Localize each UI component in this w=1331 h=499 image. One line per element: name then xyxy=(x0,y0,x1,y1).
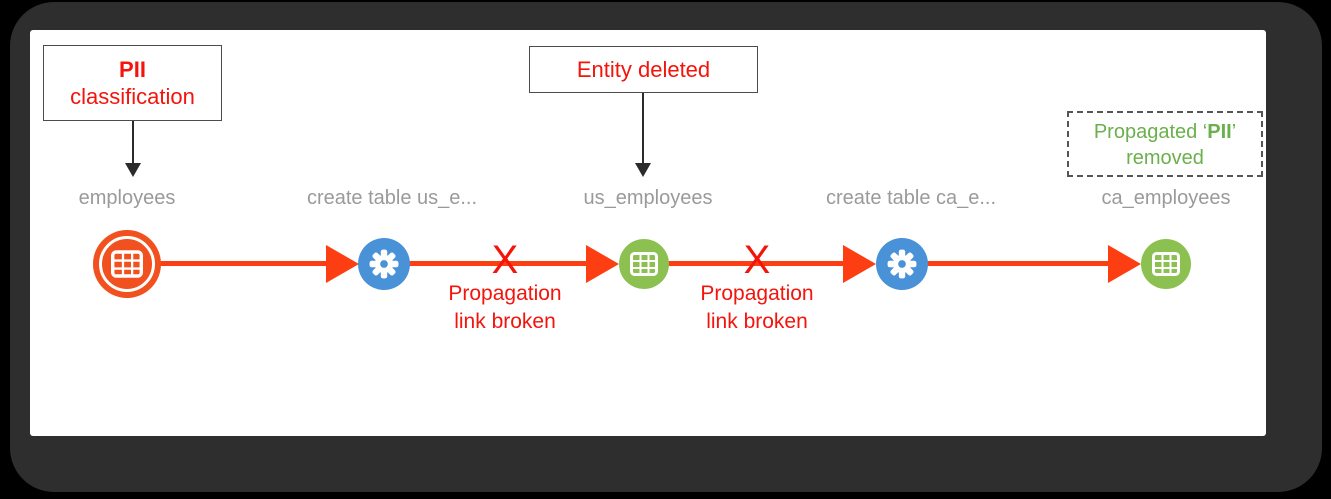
callout-propagated-line1: Propagated ‘PII’ xyxy=(1093,121,1237,143)
edge-arrowhead-icon-1 xyxy=(326,245,359,283)
callout-entity-arrow-line xyxy=(642,93,644,163)
gear-icon xyxy=(369,249,399,279)
broken-link-text-2: Propagation link broken xyxy=(700,282,814,333)
callout-pii-title: PII xyxy=(119,57,146,82)
table-icon xyxy=(1152,252,1180,276)
lineage-edge-1 xyxy=(159,261,329,266)
edge-arrowhead-icon-3 xyxy=(843,245,876,283)
node-label-create-table-ca: create table ca_e... xyxy=(825,187,997,209)
broken-link-text-1: Propagation link broken xyxy=(448,282,562,333)
callout-propagated-tag: PII xyxy=(1207,121,1232,143)
node-us-employees[interactable] xyxy=(619,239,669,289)
table-icon xyxy=(630,252,658,276)
table-icon xyxy=(111,250,143,278)
callout-pii-classification: PII classification xyxy=(43,45,222,121)
callout-pii-subtitle: classification xyxy=(70,84,195,109)
node-label-create-table-us: create table us_e... xyxy=(306,187,478,209)
callout-pii-arrowhead-icon xyxy=(125,163,141,177)
broken-link-x-icon-1: X xyxy=(491,238,519,282)
callout-entity-deleted-label: Entity deleted xyxy=(576,57,711,82)
edge-arrowhead-icon-2 xyxy=(586,245,619,283)
node-ca-employees[interactable] xyxy=(1141,239,1191,289)
broken-link-x-icon-2: X xyxy=(743,238,771,282)
lineage-edge-4 xyxy=(927,261,1111,266)
lineage-edge-3 xyxy=(668,261,846,266)
lineage-canvas xyxy=(30,30,1266,436)
edge-arrowhead-icon-4 xyxy=(1108,245,1141,283)
callout-entity-deleted: Entity deleted xyxy=(529,46,758,93)
gear-icon xyxy=(887,249,917,279)
node-label-us-employees: us_employees xyxy=(583,187,713,209)
lineage-edge-2 xyxy=(409,261,589,266)
node-label-ca-employees: ca_employees xyxy=(1101,187,1231,209)
node-label-employees: employees xyxy=(78,187,176,209)
callout-propagated-line2: removed xyxy=(1126,147,1204,169)
callout-pii-arrow-line xyxy=(132,121,134,163)
node-create-table-ca[interactable] xyxy=(876,238,928,290)
callout-propagated-pii-removed: Propagated ‘PII’ removed xyxy=(1067,111,1263,177)
callout-entity-arrowhead-icon xyxy=(635,163,651,177)
node-create-table-us[interactable] xyxy=(358,238,410,290)
node-employees[interactable] xyxy=(93,230,161,298)
